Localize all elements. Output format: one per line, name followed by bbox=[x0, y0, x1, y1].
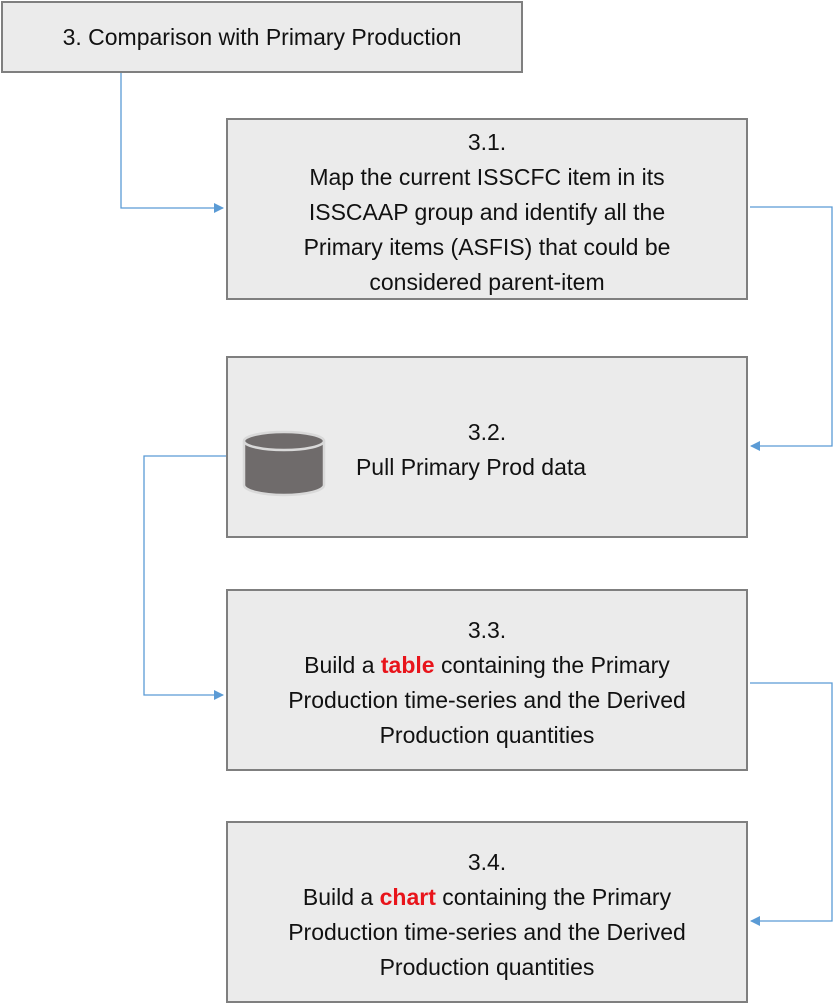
step-3-1-line-1: Map the current ISSCFC item in its bbox=[309, 164, 665, 190]
step-3-1-line-3: Primary items (ASFIS) that could be bbox=[303, 234, 671, 260]
step-3-4-box: 3.4. Build a chart containing the Primar… bbox=[226, 821, 748, 1003]
step-3-3-box: 3.3. Build a table containing the Primar… bbox=[226, 589, 748, 771]
step-3-3-line-2: Production time-series and the Derived bbox=[288, 687, 686, 713]
step-3-2-line-1: Pull Primary Prod data bbox=[355, 454, 587, 480]
step-3-1-box: 3.1. Map the current ISSCFC item in its … bbox=[226, 118, 748, 300]
database-icon bbox=[242, 430, 326, 497]
step-3-3-line-1: Build a table containing the Primary bbox=[228, 648, 746, 683]
section-title: 3. Comparison with Primary Production bbox=[62, 23, 462, 50]
step-3-3-line-1-suffix: containing the Primary bbox=[434, 652, 670, 678]
table-highlight: table bbox=[380, 652, 435, 678]
step-3-2-number: 3.2. bbox=[467, 419, 507, 445]
step-3-4-line-1-prefix: Build a bbox=[302, 884, 380, 910]
step-3-1-number: 3.1. bbox=[467, 129, 507, 155]
chart-highlight: chart bbox=[379, 884, 436, 910]
step-3-4-line-1: Build a chart containing the Primary bbox=[228, 880, 746, 915]
step-3-4-line-3: Production quantities bbox=[379, 954, 595, 980]
step-3-4-line-2: Production time-series and the Derived bbox=[288, 919, 686, 945]
step-3-4-line-1-suffix: containing the Primary bbox=[435, 884, 672, 910]
step-3-3-line-1-prefix: Build a bbox=[304, 652, 381, 678]
step-3-3-line-3: Production quantities bbox=[379, 722, 595, 748]
step-3-1-line-2: ISSCAAP group and identify all the bbox=[308, 199, 666, 225]
connector-3-1-to-3-2 bbox=[750, 206, 833, 451]
connector-title-to-3-1 bbox=[120, 73, 224, 213]
connector-3-3-to-3-4 bbox=[750, 682, 833, 926]
step-3-3-number: 3.3. bbox=[467, 617, 507, 643]
connector-3-2-to-3-3 bbox=[143, 455, 226, 700]
step-3-1-line-4: considered parent-item bbox=[369, 269, 605, 295]
section-title-box: 3. Comparison with Primary Production bbox=[1, 1, 523, 73]
step-3-4-number: 3.4. bbox=[467, 849, 507, 875]
